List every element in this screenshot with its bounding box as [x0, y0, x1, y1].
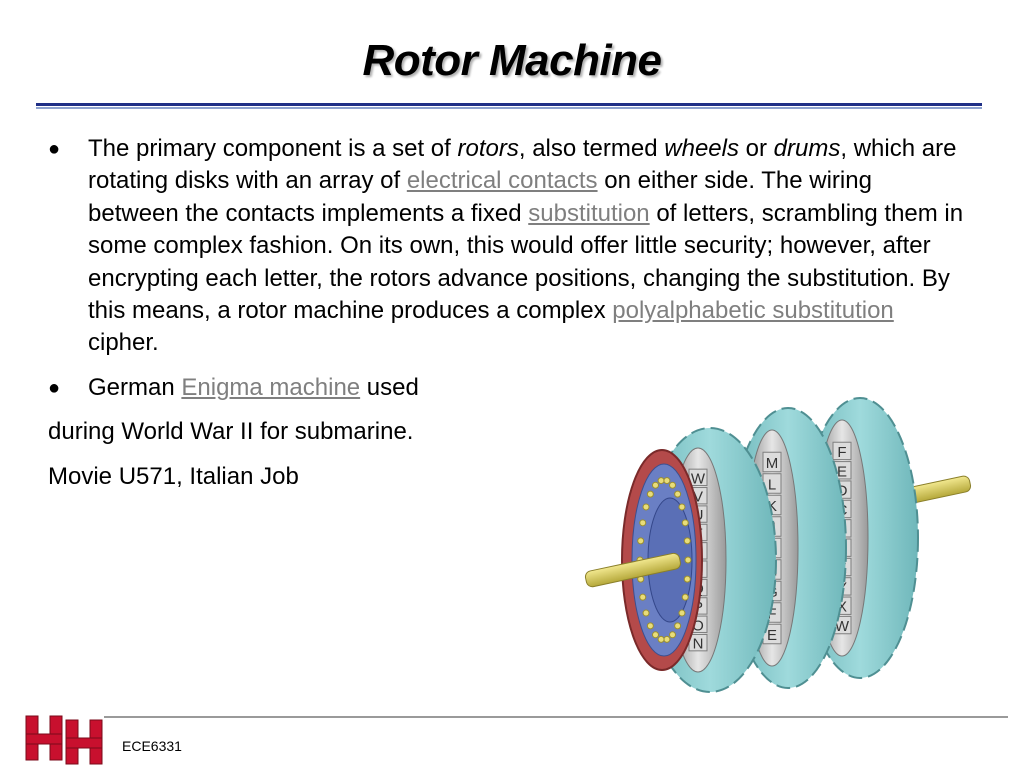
rotor-letter: E	[767, 627, 777, 644]
rotor-letter: N	[693, 636, 704, 653]
bullet-rotor-description: ● The primary component is a set of roto…	[48, 133, 968, 360]
contact-pin	[637, 537, 645, 545]
link-substitution[interactable]: substitution	[528, 199, 650, 227]
uh-logo	[25, 715, 103, 765]
contact-pin	[663, 635, 671, 643]
link-electrical-contacts[interactable]: electrical contacts	[406, 167, 598, 195]
text-movies: Movie U571, Italian Job	[48, 462, 299, 490]
contact-pin	[669, 631, 677, 639]
rotor-letter: E	[837, 463, 847, 480]
rotor-letter: L	[768, 476, 776, 493]
rotor-front: WVUTSRQPON	[621, 427, 777, 693]
text-wwii: during World War II for submarine.	[48, 418, 414, 446]
contact-pin	[663, 477, 671, 485]
contact-pin	[674, 622, 682, 630]
contact-pin	[646, 490, 654, 498]
rotor-letter: V	[693, 489, 703, 506]
link-polyalphabetic-substitution[interactable]: polyalphabetic substitution	[612, 297, 894, 325]
contact-pin	[651, 481, 659, 489]
contact-pin	[657, 635, 665, 643]
rotor-letter: W	[691, 470, 706, 487]
contact-pin	[674, 490, 682, 498]
contact-pin	[642, 503, 650, 511]
contact-pin	[683, 537, 691, 545]
contact-pin	[681, 593, 689, 601]
rotor-letter-tile	[832, 441, 852, 461]
rotor-letter: O	[692, 617, 704, 634]
bullet-enigma: ● German Enigma machine used	[48, 372, 968, 404]
slide-body: ● The primary component is a set of roto…	[48, 133, 968, 517]
rotor-letter: X	[837, 599, 847, 616]
rotor-letter: D	[837, 483, 848, 500]
contact-pin	[646, 622, 654, 630]
body-text: used	[360, 373, 419, 401]
contact-pin	[651, 631, 659, 639]
body-text: The primary component is a set of	[88, 135, 458, 162]
body-text: on either side. The wiring between the c…	[88, 167, 872, 227]
body-text: of letters, scrambling them in some comp…	[88, 199, 964, 325]
contact-pin	[678, 503, 686, 511]
electrical-contact-pins	[636, 477, 692, 643]
term-rotors: rotors	[457, 135, 519, 162]
title-divider-light	[36, 107, 982, 109]
term-drums: drums	[773, 135, 841, 162]
contact-pin	[684, 556, 692, 564]
body-text: German	[88, 373, 182, 401]
contact-pin	[683, 575, 691, 583]
contact-pin	[639, 593, 647, 601]
contact-pin	[657, 477, 665, 485]
footer-divider	[104, 716, 1008, 718]
body-text: cipher.	[88, 329, 159, 357]
bullet-icon: ●	[48, 138, 61, 160]
title-divider	[36, 103, 982, 106]
rotor-letter: W	[835, 618, 850, 635]
bullet-icon: ●	[48, 376, 61, 399]
contact-pin	[642, 609, 650, 617]
rotor-letter: K	[767, 498, 777, 515]
rotor-machine-illustration: FEDCBAZYXW MLKJIHGFE WVUTSRQPON	[584, 397, 972, 693]
contact-pin	[678, 609, 686, 617]
body-text: , which are rotating disks with an array…	[88, 135, 957, 195]
slide-title: Rotor Machine	[362, 36, 662, 85]
body-text: or	[738, 135, 774, 162]
shaft-left	[584, 552, 681, 588]
rotor-letter-tile	[762, 451, 782, 473]
contact-pin	[669, 481, 677, 489]
link-enigma-machine[interactable]: Enigma machine	[181, 373, 361, 401]
rotor-letter: M	[766, 455, 779, 472]
term-wheels: wheels	[664, 135, 739, 162]
rotor-letter: F	[837, 444, 846, 461]
body-text: , also termed	[518, 135, 665, 162]
contact-pin	[681, 519, 689, 527]
footer-course-code: ECE6331	[122, 738, 182, 754]
rotor-letter: F	[767, 606, 776, 623]
contact-pin	[639, 519, 647, 527]
